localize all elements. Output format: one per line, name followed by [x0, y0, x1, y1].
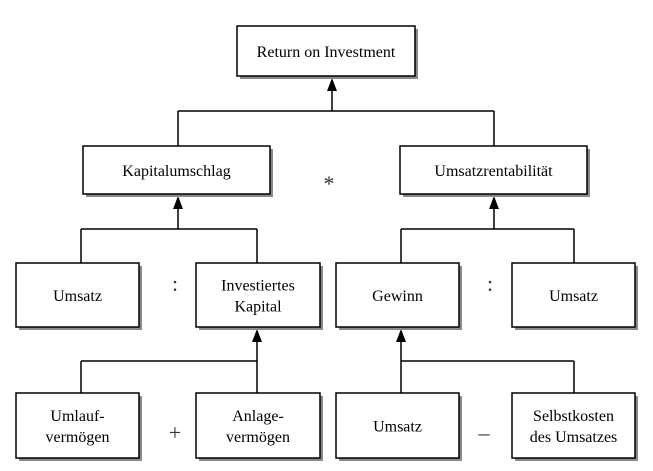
node-label: Umsatz [549, 288, 598, 305]
box-frame [511, 392, 636, 459]
box-frame [236, 25, 416, 77]
operator-symbols: *::+ – [169, 171, 493, 445]
node-label: des Umsatzes [530, 429, 618, 446]
box-frame [15, 392, 140, 459]
umsatz-bottom-box: Umsatz [335, 392, 462, 461]
umsatz-left-box: Umsatz [15, 262, 142, 330]
node-label: Selbstkosten [533, 408, 614, 425]
minus-operator: – [478, 420, 491, 445]
connector-lines [80, 78, 575, 393]
box-frame [15, 262, 140, 328]
multiply-operator: * [324, 171, 335, 196]
node-label: Umsatzrentabilität [434, 163, 553, 180]
node-label: Anlage- [232, 408, 284, 425]
box-frame [335, 392, 460, 459]
arrowhead-icon [489, 196, 499, 209]
umsatz-right-box: Umsatz [511, 262, 638, 330]
roi-connector [177, 78, 495, 146]
plus-operator: + [169, 420, 181, 445]
node-label: Investiertes [221, 278, 295, 295]
divide-operator-right: : [487, 271, 493, 296]
arrowhead-icon [327, 78, 337, 91]
divide-operator-left: : [172, 271, 178, 296]
gewinn-connector [396, 329, 575, 393]
box-frame [511, 262, 636, 328]
kapitalumschlag-box: Kapitalumschlag [82, 145, 273, 197]
node-label: Umsatz [53, 288, 102, 305]
arrowhead-icon [252, 329, 262, 342]
node-label: Return on Investment [257, 44, 396, 61]
node-label: Umsatz [373, 419, 422, 436]
umlaufvermoegen-box: Umlauf-vermögen [15, 392, 142, 461]
node-label: vermögen [226, 429, 290, 446]
node-label: Gewinn [372, 288, 423, 305]
investiertes-kapital-connector [80, 329, 262, 393]
box-frame [195, 262, 321, 328]
arrowhead-icon [396, 329, 406, 342]
gewinn-box: Gewinn [335, 262, 462, 330]
roi-box: Return on Investment [236, 25, 418, 79]
selbstkosten-box: Selbstkosten des Umsatzes [511, 392, 638, 461]
box-frame [399, 145, 588, 195]
box-frame [335, 262, 460, 328]
kapitalumschlag-connector [80, 196, 258, 263]
node-label: Kapital [234, 299, 282, 316]
umsatzrentabilitaet-box: Umsatzrentabilität [399, 145, 590, 197]
node-label: Umlauf- [50, 408, 104, 425]
umsatzrentabilitaet-connector [400, 196, 575, 263]
arrowhead-icon [173, 196, 183, 209]
box-frame [82, 145, 271, 195]
box-frame [195, 392, 321, 459]
node-label: vermögen [46, 429, 110, 446]
node-label: Kapitalumschlag [122, 163, 230, 180]
anlagevermoegen-box: Anlage-vermögen [195, 392, 323, 461]
